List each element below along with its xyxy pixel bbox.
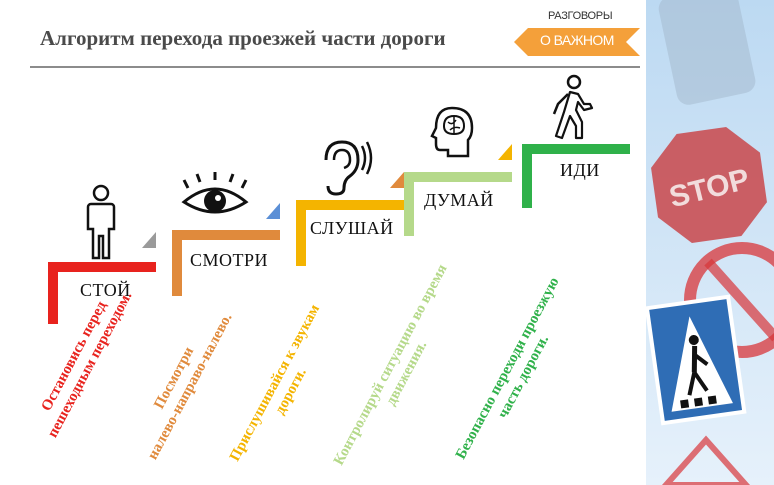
step-look-bar-v (172, 230, 182, 296)
step-stop-label: СТОЙ (80, 280, 131, 300)
step-think-description: Контролируй ситуацию во время движения. (330, 261, 451, 468)
walking-person-icon (552, 74, 594, 140)
step-look-corner (266, 203, 280, 219)
step-stop-bar-v (48, 262, 58, 324)
step-go-bar-h (522, 144, 630, 154)
step-listen-bar-v (296, 200, 306, 266)
step-think-bar-v (404, 172, 414, 236)
step-listen-bar-h (296, 200, 404, 210)
step-look-bar-h (172, 230, 280, 240)
badge-top-text: РАЗГОВОРЫ (548, 10, 613, 22)
step-listen-description: Прислушивайся к звукам дороги. (226, 301, 324, 464)
ear-icon (324, 140, 373, 196)
page-title: Алгоритм перехода проезжей части дороги (40, 26, 446, 50)
brain-head-icon (430, 106, 474, 158)
stop-sign-icon (651, 127, 767, 243)
step-stop-description: Остановись перед пешеходным переходом. (38, 288, 136, 441)
step-look-description: Посмотри налево-направо-налево. (144, 310, 236, 463)
step-look-label: СМОТРИ (190, 250, 269, 270)
step-go-bar-v (522, 144, 532, 208)
standing-person-icon (86, 184, 116, 260)
step-listen-corner (390, 172, 404, 188)
badge-ribbon (514, 28, 640, 56)
step-go-description: Безопасно переходи проезжую часть дороги… (452, 274, 563, 462)
step-think-label: ДУМАЙ (424, 190, 494, 210)
title-divider (30, 66, 640, 68)
step-stop-corner (142, 232, 156, 248)
step-stop-bar-h (48, 262, 156, 272)
no-entry-sign-icon (684, 242, 774, 358)
eye-icon (181, 172, 249, 214)
badge-main-text: О ВАЖНОМ (540, 32, 614, 48)
step-think-bar-h (404, 172, 512, 182)
step-think-corner (498, 144, 512, 160)
crosswalk-sign-icon (646, 294, 747, 426)
step-go-label: ИДИ (560, 160, 600, 180)
road-signs-panel: STOP (646, 0, 774, 485)
step-listen-label: СЛУШАЙ (310, 218, 394, 238)
